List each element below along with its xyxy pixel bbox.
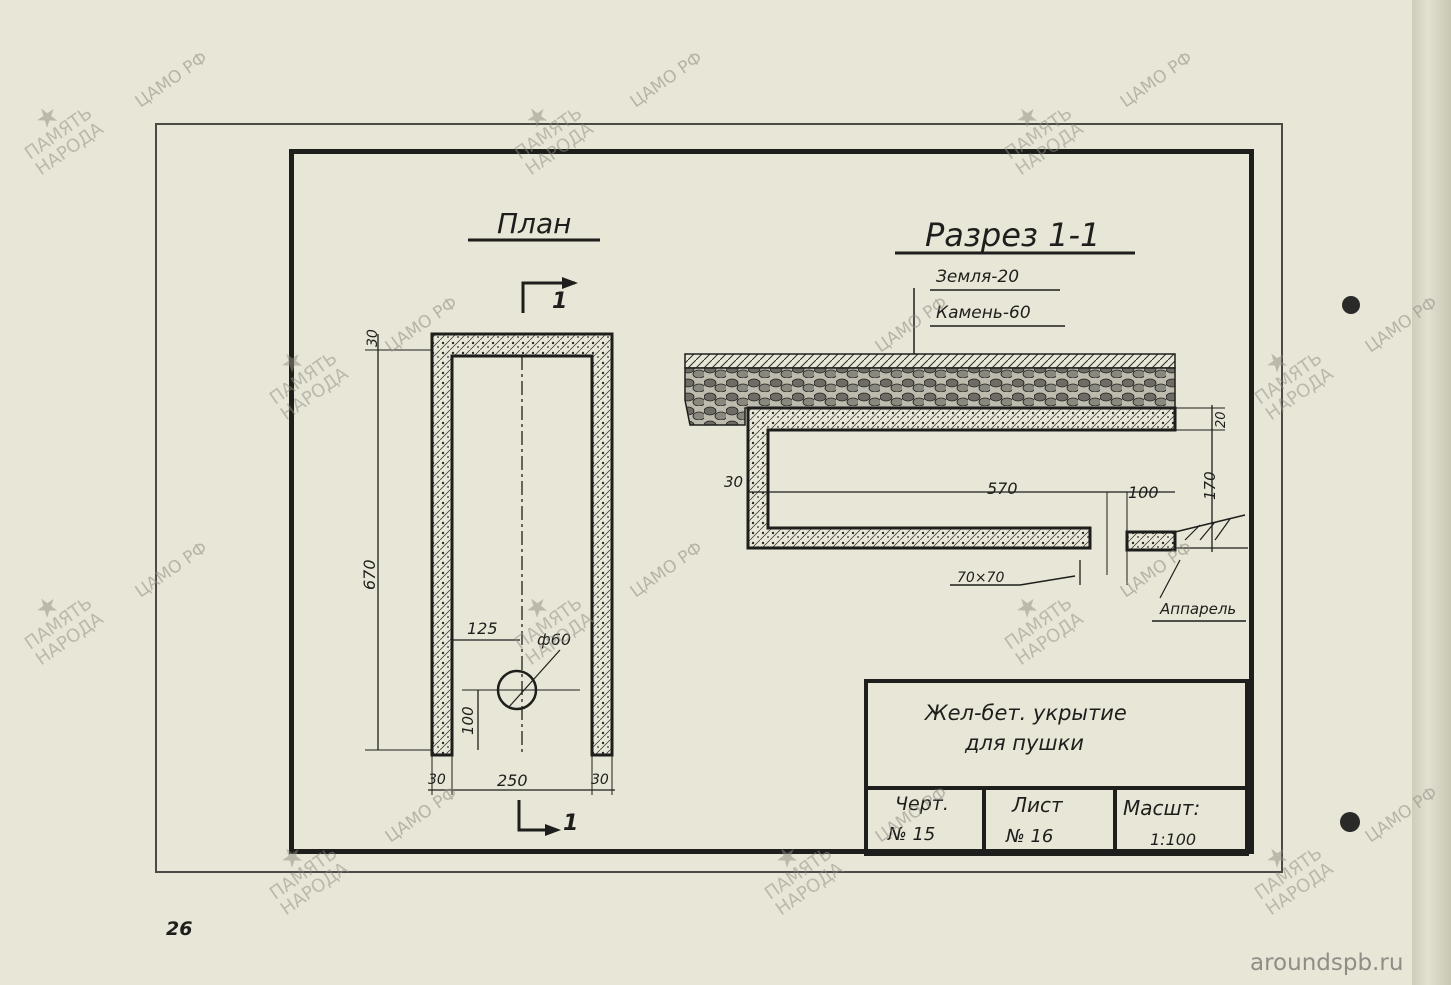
plan-walls <box>430 332 614 757</box>
ramp-slope <box>1174 514 1246 533</box>
inner-frame <box>289 149 1254 854</box>
layer-earth-label: Земля-20 <box>936 267 1019 287</box>
plan-dim-x-offset: 125 <box>467 619 498 638</box>
section-dim-hole: 70×70 <box>957 570 1004 586</box>
drawing-sheet <box>0 0 1412 985</box>
plan-dim-width: 250 <box>497 771 528 790</box>
plan-view: План 1 30 670 125 ф60 100 30 250 30 1 <box>360 207 615 836</box>
sheet-label: Лист <box>1011 793 1064 817</box>
title-block: Жел-бет. укрытие для пушки Черт. № 15 Ли… <box>864 679 1249 856</box>
section-mark-bottom <box>517 800 555 832</box>
stone-layer <box>684 367 1176 426</box>
scale-value: 1:100 <box>1150 830 1196 849</box>
binder-hole <box>1340 812 1360 832</box>
concrete-shell <box>746 406 1177 550</box>
section-dim-wall: 30 <box>724 473 743 491</box>
drawing-label: Черт. <box>895 793 949 815</box>
plan-dim-wall-top: 30 <box>365 329 381 347</box>
ramp-label: Аппарель <box>1159 600 1236 618</box>
concrete-end-block <box>1125 530 1177 552</box>
title-name-line2: для пушки <box>964 731 1084 755</box>
plan-title: План <box>497 207 571 240</box>
section-title: Разрез 1-1 <box>925 216 1100 254</box>
section-dim-roof: 20 <box>1214 411 1229 428</box>
plan-dim-wall-left: 30 <box>428 772 446 788</box>
section-dim-span: 570 <box>987 479 1018 498</box>
plan-dim-y-offset: 100 <box>459 706 477 735</box>
section-view: Разрез 1-1 Земля-20 Камень-60 30 570 100… <box>684 216 1248 622</box>
plan-dim-length: 670 <box>360 559 379 590</box>
hole-leader <box>1019 575 1076 586</box>
ramp-hatch <box>1178 518 1248 549</box>
drawing-number: № 15 <box>887 824 935 845</box>
section-mark-top-label: 1 <box>552 289 567 314</box>
title-name-line1: Жел-бет. укрытие <box>923 701 1127 725</box>
section-mark-top <box>521 281 575 313</box>
page-number: 26 <box>166 918 193 940</box>
section-mark-bottom-label: 1 <box>563 811 578 836</box>
earth-layer <box>684 353 1176 369</box>
binder-hole <box>1342 296 1360 314</box>
section-arrow-bottom <box>545 824 561 836</box>
scale-label: Масшт: <box>1123 796 1200 820</box>
plan-opening-diag <box>507 649 561 709</box>
layer-stone-label: Камень-60 <box>936 303 1031 323</box>
plan-dim-wall-right: 30 <box>591 772 609 788</box>
outer-frame <box>155 123 1283 873</box>
ramp-leader <box>1159 559 1181 599</box>
section-dim-height: 170 <box>1201 471 1219 500</box>
site-watermark: aroundspb.ru <box>1250 950 1404 976</box>
sheet-number: № 16 <box>1005 826 1053 847</box>
section-arrow-top <box>562 277 578 289</box>
section-dim-opening: 100 <box>1128 483 1159 502</box>
plan-dim-diameter: ф60 <box>537 630 571 649</box>
binder-strip <box>1340 0 1451 985</box>
